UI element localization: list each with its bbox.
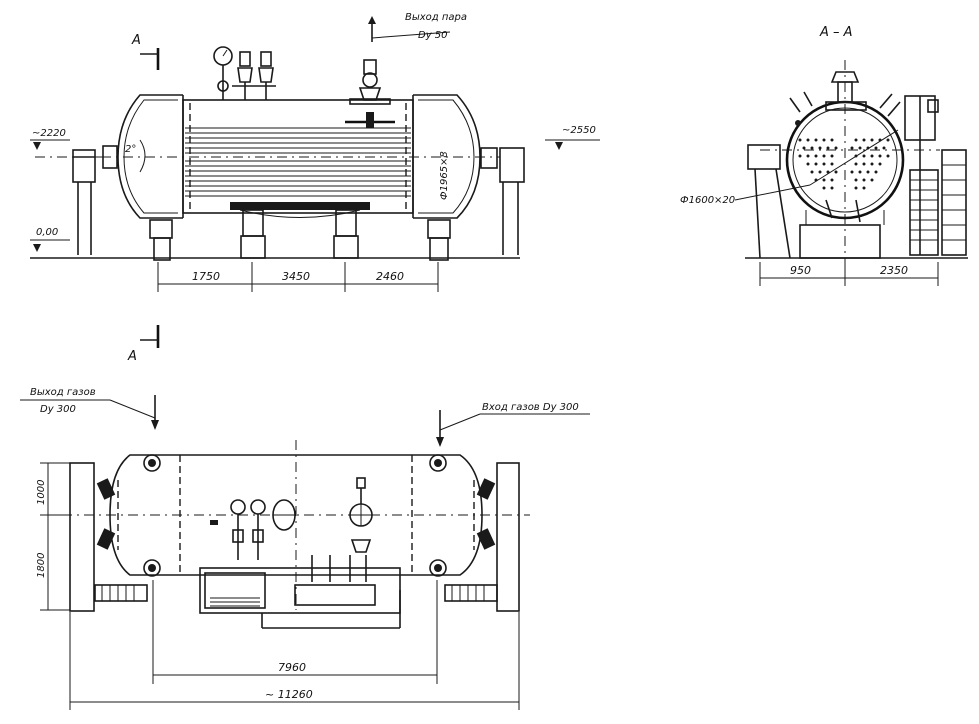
level-zero: 0,00 (36, 227, 58, 238)
dim-plan-v1: 1000 (36, 480, 47, 505)
pressure-gauge-icon (213, 46, 233, 100)
dim-section-2: 2350 (880, 264, 908, 277)
gas-outlet-label: Выход газов (30, 387, 96, 398)
dim-plan-h2: ~ 11260 (265, 688, 313, 701)
section-mark-top: А (131, 33, 141, 48)
steam-outlet-label: Выход пара (405, 12, 467, 23)
dim-plan-v2: 1800 (36, 553, 47, 578)
ladder (909, 149, 967, 256)
dim-side-1: 1750 (192, 270, 220, 283)
slope-label: 2° (125, 144, 136, 155)
section-view: А – А (680, 25, 968, 286)
diameter-side: Ф1965×8 (439, 151, 450, 200)
section-mark-bottom: А (127, 349, 137, 364)
support-legs (149, 209, 451, 261)
dim-plan-h1: 7960 (278, 661, 306, 674)
diameter-section: Ф1600×20 (680, 195, 735, 206)
dim-section-1: 950 (790, 264, 811, 277)
level-right: ~2550 (562, 125, 596, 136)
steam-outlet-dn: Dy 50 (418, 30, 448, 41)
gas-outlet-dn: Dy 300 (40, 404, 76, 415)
safety-valve-icon (232, 51, 276, 100)
end-walkways (94, 584, 498, 602)
tube-field (795, 120, 890, 190)
plan-view: А Выход газов Dy 300 Вход газов Dy 300 (20, 325, 590, 710)
shell-fittings (210, 477, 373, 560)
dim-side-3: 2460 (376, 270, 404, 283)
side-view: Выход пара Dy 50 А (30, 12, 600, 292)
head-nozzles (96, 454, 496, 577)
section-title: А – А (819, 25, 853, 40)
steam-outlet-arrow (368, 16, 451, 42)
level-left: ~2220 (32, 128, 66, 139)
gas-inlet-label: Вход газов Dy 300 (482, 402, 579, 413)
dim-side-2: 3450 (282, 270, 310, 283)
steam-valve-icon (345, 59, 395, 128)
dimension-lines-side (157, 262, 439, 292)
